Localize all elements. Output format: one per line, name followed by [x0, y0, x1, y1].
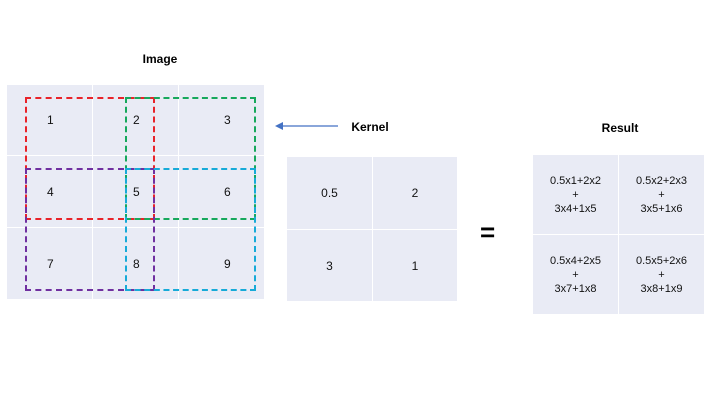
result-line: +: [658, 268, 665, 281]
image-cell: 2: [93, 85, 179, 156]
result-line: 0.5x5+2x6: [635, 254, 688, 267]
result-line: 3x8+1x9: [640, 282, 683, 295]
kernel-cell: 1: [373, 230, 458, 302]
result-line: +: [572, 268, 579, 281]
result-line: 3x5+1x6: [640, 202, 683, 215]
image-cell: 6: [179, 156, 265, 228]
image-cell: 5: [93, 156, 179, 228]
kernel-cell: 2: [373, 157, 458, 230]
image-title: Image: [142, 52, 178, 66]
result-line: +: [572, 188, 579, 201]
image-cell: 7: [7, 228, 93, 300]
kernel-cell: 3: [287, 230, 373, 302]
result-line: 0.5x2+2x3: [635, 174, 688, 187]
result-grid: 0.5x1+2x2 + 3x4+1x5 0.5x2+2x3 + 3x5+1x6 …: [533, 155, 705, 315]
image-cell: 3: [179, 85, 265, 156]
window-top-left: [25, 97, 155, 220]
result-line: 3x7+1x8: [554, 282, 597, 295]
kernel-cell: 0.5: [287, 157, 373, 230]
image-cell: 8: [93, 228, 179, 300]
image-cell: 9: [179, 228, 265, 300]
result-line: +: [658, 188, 665, 201]
image-cell: 1: [7, 85, 93, 156]
result-line: 0.5x4+2x5: [549, 254, 602, 267]
result-line: 3x4+1x5: [554, 202, 597, 215]
result-cell: 0.5x1+2x2 + 3x4+1x5: [533, 155, 619, 235]
image-grid: 1 2 3 4 5 6 7 8 9: [7, 85, 265, 300]
result-cell: 0.5x2+2x3 + 3x5+1x6: [619, 155, 705, 235]
window-top-right: [125, 97, 256, 220]
result-cell: 0.5x4+2x5 + 3x7+1x8: [533, 235, 619, 315]
result-cell: 0.5x5+2x6 + 3x8+1x9: [619, 235, 705, 315]
result-line: 0.5x1+2x2: [549, 174, 602, 187]
kernel-grid: 0.5 2 3 1: [287, 157, 458, 302]
kernel-title: Kernel: [351, 120, 389, 134]
arrow-left-icon: [275, 122, 338, 130]
equals-sign: =: [480, 217, 496, 247]
result-title: Result: [601, 121, 639, 135]
window-bottom-right: [125, 168, 256, 291]
window-bottom-left: [25, 168, 155, 291]
image-cell: 4: [7, 156, 93, 228]
